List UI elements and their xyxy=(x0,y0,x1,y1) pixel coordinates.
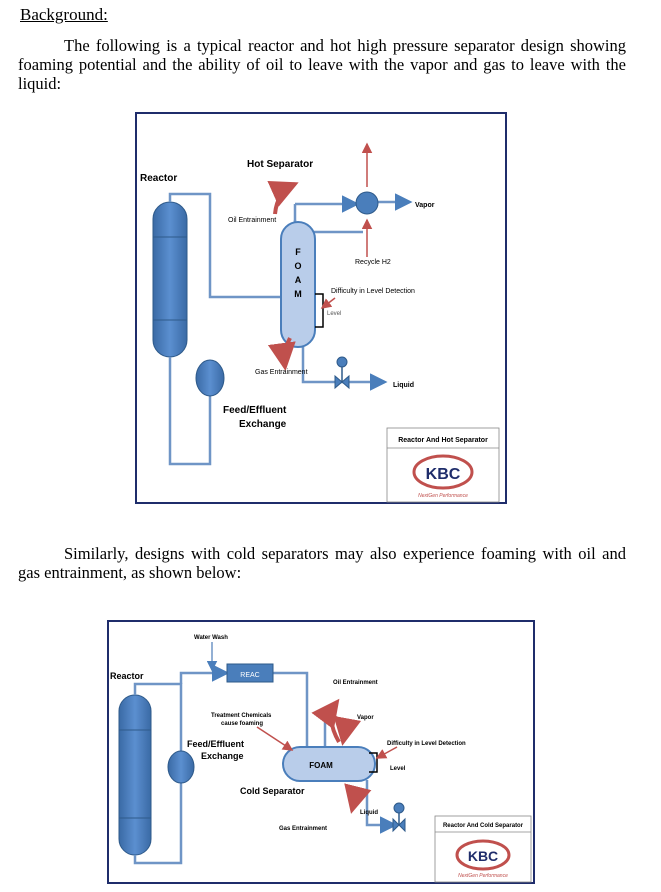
logo-text: KBC xyxy=(468,848,498,864)
oil-entrainment-label: Oil Entrainment xyxy=(228,217,276,224)
liquid-label: Liquid xyxy=(393,382,414,389)
hot-separator-label: Hot Separator xyxy=(247,159,313,170)
vapor-mixer xyxy=(355,191,379,215)
reac-box xyxy=(226,663,274,683)
oil-entrainment-arrow xyxy=(267,180,299,215)
foam-label: FOAM xyxy=(309,761,333,770)
level-bracket xyxy=(369,752,378,773)
level-label: Level xyxy=(327,311,341,317)
difficulty-level-label: Difficulty in Level Detection xyxy=(387,741,466,747)
feed-effluent-label: Feed/Effluent xyxy=(187,739,244,749)
treatment-pointer xyxy=(256,726,294,751)
hot-separator-diagram: F O A M Reactor Hot Separator Oil Entrai… xyxy=(135,112,507,504)
gas-entrainment-label: Gas Entrainment xyxy=(279,826,327,832)
difficulty-level-label: Difficulty in Level Detection xyxy=(331,288,415,295)
reactor-label: Reactor xyxy=(140,173,177,184)
foam-letter-o: O xyxy=(294,261,301,271)
logo-tagline: NextGen Performance xyxy=(418,493,468,499)
foam-letter-m: M xyxy=(294,289,302,299)
reactor-vessel xyxy=(118,694,152,856)
vapor-arrow xyxy=(328,713,362,746)
reactor-vessel xyxy=(152,201,188,358)
cold-separator-vessel xyxy=(282,746,376,782)
vapor-label: Vapor xyxy=(357,715,374,721)
caption-text: Reactor And Hot Separator xyxy=(398,437,488,444)
foam-letter-f: F xyxy=(295,247,301,257)
reactor-outlet-pipe xyxy=(133,682,183,752)
section-heading: Background: xyxy=(20,5,108,24)
second-paragraph: Similarly, designs with cold separators … xyxy=(18,544,626,582)
treatment-label-line1: Treatment Chemicals xyxy=(211,713,272,719)
intro-paragraph: The following is a typical reactor and h… xyxy=(18,36,626,93)
reac-label: REAC xyxy=(240,672,259,679)
gas-entrainment-arrow xyxy=(344,783,372,814)
feed-effluent-label: Feed/Effluent xyxy=(223,405,287,416)
kbc-logo: KBC NextGen Performance xyxy=(455,839,511,879)
kbc-logo: KBC NextGen Performance xyxy=(412,454,474,499)
hot-separator-vessel xyxy=(280,221,316,348)
recycle-h2-label: Recycle H2 xyxy=(355,259,391,266)
vapor-label: Vapor xyxy=(415,202,435,209)
treatment-label-line2: cause foaming xyxy=(221,721,263,727)
feed-effluent-exchanger xyxy=(167,750,195,784)
water-wash-label: Water Wash xyxy=(194,635,228,641)
reac-inlet-pipe xyxy=(179,664,230,684)
cold-separator-diagram: REAC FOAM Water Wash Reactor Oil Entrain… xyxy=(107,620,535,884)
foam-letter-a: A xyxy=(295,275,302,285)
exchange-label: Exchange xyxy=(201,751,244,761)
exchange-label: Exchange xyxy=(239,419,287,430)
gas-entrainment-arrow xyxy=(267,337,296,371)
feed-effluent-exchanger xyxy=(195,359,225,397)
level-bracket xyxy=(315,293,324,328)
valve-actuator xyxy=(393,802,405,814)
reactor-bottom-pipe xyxy=(168,357,212,466)
logo-tagline: NextGen Performance xyxy=(458,873,508,879)
liquid-label: Liquid xyxy=(360,810,378,816)
reactor-bottom-pipe xyxy=(133,780,183,865)
reac-outlet-pipe xyxy=(273,671,309,748)
cold-separator-label: Cold Separator xyxy=(240,786,305,796)
logo-text: KBC xyxy=(426,466,461,483)
liquid-pipe xyxy=(301,337,388,391)
reactor-label: Reactor xyxy=(110,671,144,681)
level-label: Level xyxy=(390,766,406,772)
oil-entrainment-label: Oil Entrainment xyxy=(333,680,378,686)
caption-text: Reactor And Cold Separator xyxy=(443,823,524,829)
valve-actuator xyxy=(336,356,348,368)
gas-entrainment-label: Gas Entrainment xyxy=(255,369,308,376)
